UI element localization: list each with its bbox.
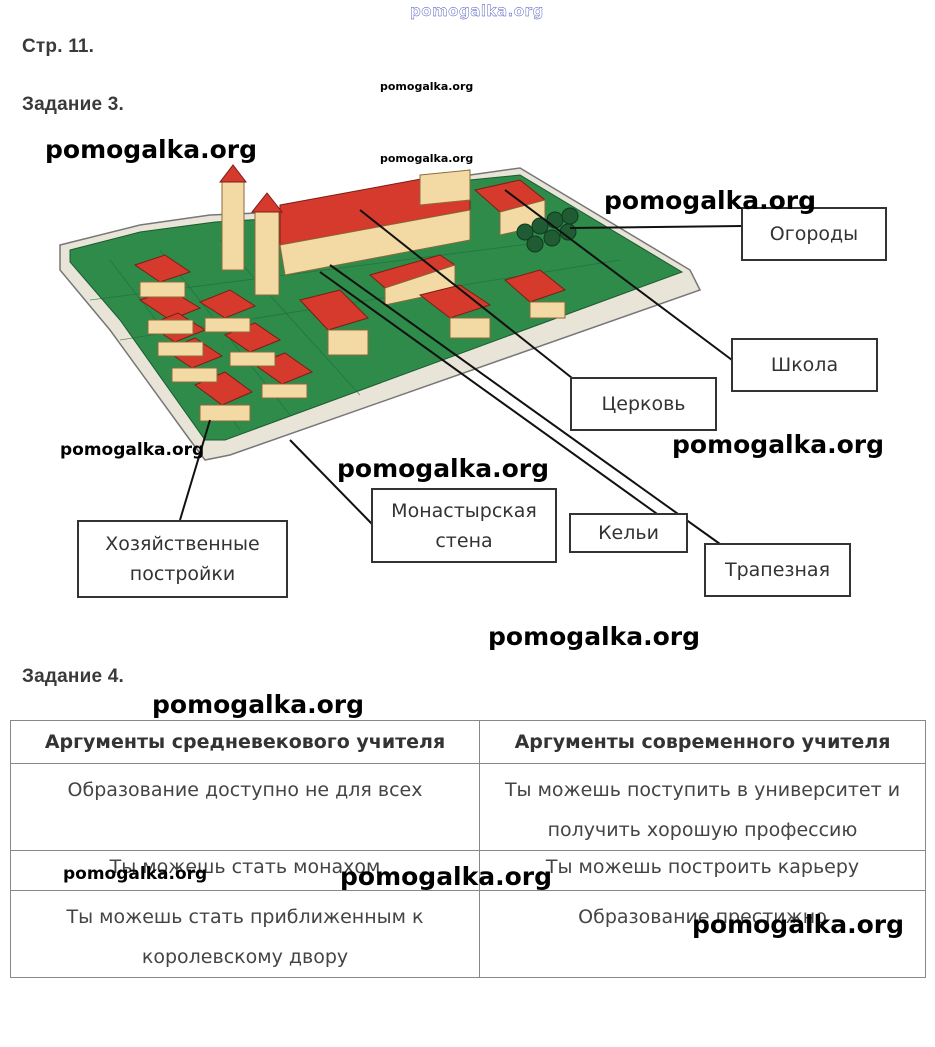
table-row: Ты можешь стать монахом Ты можешь постро… (10, 850, 926, 891)
leader-outbuildings (179, 419, 211, 521)
label-church: Церковь (570, 377, 717, 431)
arguments-table: Аргументы средневекового учителя Аргумен… (10, 720, 926, 978)
tower-left (218, 164, 248, 271)
watermark-table-big-center: pomogalka.org (340, 862, 553, 891)
leader-school (504, 189, 733, 361)
cell-text: Ты можешь поступить в университет и (504, 779, 901, 801)
watermark-big-lower-center: pomogalka.org (488, 622, 701, 651)
monastery-illustration (59, 164, 743, 545)
label-monastery-wall: Монастырская стена (371, 488, 557, 563)
table-cell: Образование престижно (479, 890, 926, 978)
table-cell: Ты можешь стать приближенным к королевск… (10, 890, 480, 978)
watermark-table-big-right: pomogalka.org (692, 910, 905, 939)
label-school-text: Школа (770, 354, 839, 376)
leader-wall (289, 439, 373, 525)
label-cells: Кельи (569, 513, 688, 553)
label-outbuildings-line2: постройки (129, 563, 236, 585)
label-wall-line1: Монастырская (391, 499, 537, 522)
table-row: Образование доступно не для всех Ты може… (10, 763, 926, 851)
label-gardens-text: Огороды (769, 223, 859, 245)
cloister-building (368, 254, 457, 306)
top-watermark: pomogalka.org (410, 2, 544, 20)
leader-church (359, 209, 573, 379)
watermark-small-1: pomogalka.org (380, 80, 474, 93)
label-outbuildings-line1: Хозяйственные (105, 533, 260, 555)
cell-text: Образование престижно (578, 906, 827, 928)
label-refectory-text: Трапезная (724, 559, 831, 581)
leader-gardens (569, 225, 743, 229)
cell-text: Ты можешь стать монахом (109, 856, 381, 878)
table-cell: Образование доступно не для всех (10, 763, 480, 851)
table-cell: Ты можешь построить карьеру (479, 850, 926, 891)
watermark-big-right-mid: pomogalka.org (672, 430, 885, 459)
leader-cells (319, 271, 661, 517)
label-outbuildings: Хозяйственные постройки (77, 520, 288, 598)
watermark-big-task4: pomogalka.org (152, 690, 365, 719)
task3-title: Задание 3. (22, 94, 124, 115)
watermark-big-right-top: pomogalka.org (604, 186, 817, 215)
watermark-mid-left: pomogalka.org (60, 440, 205, 460)
church-building (279, 169, 471, 276)
cell-text: Ты можешь стать приближенным к (66, 906, 424, 928)
cell-text: получить хорошую профессию (547, 819, 858, 841)
header-medieval: Аргументы средневекового учителя (10, 720, 480, 764)
leader-refectory (329, 264, 721, 545)
table-row: Ты можешь стать приближенным к королевск… (10, 890, 926, 978)
table-cell: Ты можешь стать монахом (10, 850, 480, 891)
cells-buildings (299, 269, 567, 356)
label-school: Школа (731, 338, 878, 392)
watermark-big-left: pomogalka.org (45, 135, 258, 164)
label-wall-line2: стена (435, 529, 493, 552)
task4-title: Задание 4. (22, 666, 124, 687)
label-gardens: Огороды (741, 207, 887, 261)
tower-right (250, 192, 284, 296)
label-cells-text: Кельи (598, 522, 659, 544)
table-header-row: Аргументы средневекового учителя Аргумен… (10, 720, 926, 764)
cell-text: королевскому двору (141, 946, 349, 968)
watermark-table-small: pomogalka.org (63, 864, 208, 884)
cell-text: Образование доступно не для всех (67, 779, 423, 801)
page-reference: Стр. 11. (22, 36, 95, 57)
cell-text: Ты можешь построить карьеру (545, 856, 860, 878)
label-refectory: Трапезная (704, 543, 851, 597)
watermark-small-2: pomogalka.org (380, 152, 474, 165)
header-modern: Аргументы современного учителя (479, 720, 926, 764)
school-building (473, 179, 547, 236)
table-cell: Ты можешь поступить в университет и полу… (479, 763, 926, 851)
watermark-big-center: pomogalka.org (337, 454, 550, 483)
label-church-text: Церковь (601, 393, 686, 415)
